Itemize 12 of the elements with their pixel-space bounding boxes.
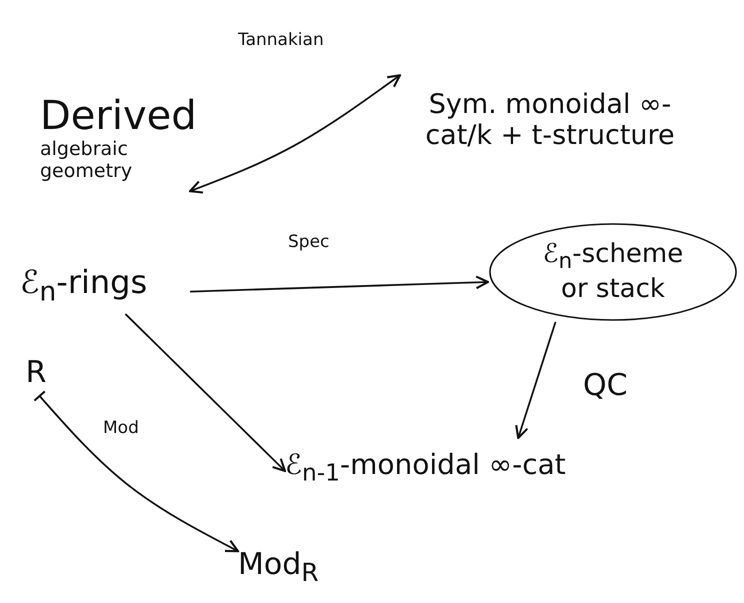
arrow — [190, 276, 490, 292]
arrow — [33, 390, 240, 552]
node-text: ℰ$_{n-1}$-monoidal ∞-cat — [285, 449, 567, 487]
node-text: R — [24, 356, 48, 390]
node-text: Sym. monoidal ∞-cat/k + t-structure — [424, 88, 676, 152]
arrow — [188, 74, 402, 194]
arrow — [124, 313, 286, 472]
node-text: algebraic geometry — [40, 139, 134, 183]
node-text: Mod$_{R}$ — [238, 548, 320, 588]
node-text: ℰ$_{n}$-scheme or stack — [542, 240, 684, 304]
node-text: ℰ$_{n}$-rings — [20, 264, 148, 308]
arrow — [515, 322, 556, 440]
